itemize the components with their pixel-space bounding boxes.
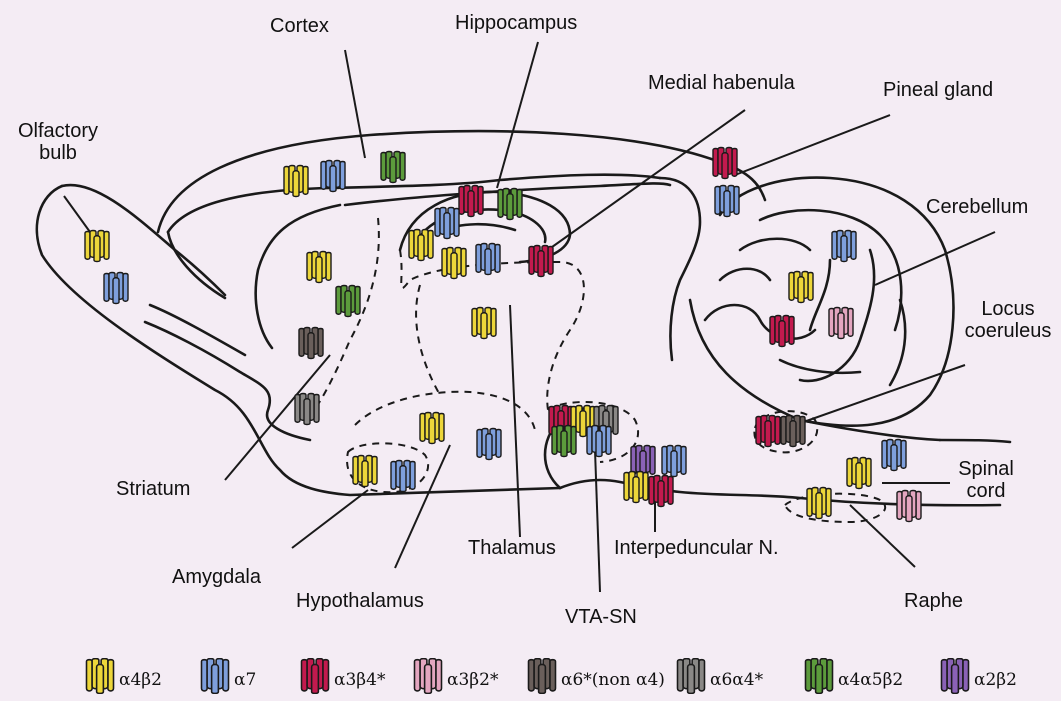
receptor-a4b2-marker <box>624 472 648 503</box>
label-vta-sn: VTA-SN <box>565 606 637 628</box>
legend-item-a6non: α6*(non α4) <box>525 654 665 694</box>
receptor-a7-marker <box>391 461 415 492</box>
receptor-a4a5b2-marker <box>552 426 576 457</box>
legend-item-a4b2: α4β2 <box>83 654 162 694</box>
receptor-a6a4-marker <box>295 394 319 425</box>
receptor-a7-marker <box>435 208 459 239</box>
legend-label: α6α4* <box>710 670 763 690</box>
legend: α4β2 α7 α3β4* α3β2* α6*(non α4) α6α4* α4… <box>0 654 1061 698</box>
label-olfactory-bulb: Olfactory bulb <box>13 120 103 164</box>
receptor-a4a5b2-marker <box>381 152 405 183</box>
receptor-a3b4-marker <box>770 316 794 347</box>
label-cerebellum: Cerebellum <box>926 196 1028 218</box>
label-striatum: Striatum <box>116 478 190 500</box>
receptor-a7-marker <box>882 440 906 471</box>
receptor-a6non-marker <box>299 328 323 359</box>
label-hypothalamus: Hypothalamus <box>296 590 424 612</box>
legend-item-a6a4: α6α4* <box>674 654 763 694</box>
receptor-a3b4-marker <box>459 186 483 217</box>
label-raphe: Raphe <box>904 590 963 612</box>
label-medial-habenula: Medial habenula <box>648 72 795 94</box>
receptor-a7-marker <box>477 429 501 460</box>
receptor-a4b2-marker <box>284 166 308 197</box>
receptor-a4b2-marker <box>409 230 433 261</box>
label-olfactory-bulb-line2: bulb <box>39 142 77 164</box>
receptor-icon <box>411 658 445 694</box>
label-hippocampus: Hippocampus <box>455 12 577 34</box>
label-locus-line1: Locus <box>981 298 1034 320</box>
receptor-a7-marker <box>587 426 611 457</box>
label-spinal-cord: Spinal cord <box>956 458 1016 502</box>
label-pineal-gland: Pineal gland <box>883 79 993 101</box>
legend-label: α6*(non α4) <box>561 670 665 690</box>
receptor-icon <box>298 658 332 694</box>
receptor-a4a5b2-marker <box>498 189 522 220</box>
receptor-icon <box>674 658 708 694</box>
legend-label: α4α5β2 <box>838 670 903 690</box>
legend-label: α3β4* <box>334 670 385 690</box>
label-amygdala: Amygdala <box>172 566 261 588</box>
receptor-a3b4-marker <box>756 416 780 447</box>
receptor-a7-marker <box>476 244 500 275</box>
receptor-a3b4-marker <box>649 476 673 507</box>
receptor-a4b2-marker <box>353 456 377 487</box>
legend-item-a3b4: α3β4* <box>298 654 385 694</box>
receptor-a4b2-marker <box>472 308 496 339</box>
receptor-a3b2-marker <box>829 308 853 339</box>
legend-label: α3β2* <box>447 670 498 690</box>
label-thalamus: Thalamus <box>468 537 556 559</box>
legend-label: α4β2 <box>119 670 162 690</box>
receptor-icon <box>198 658 232 694</box>
receptor-a6non-marker <box>781 416 805 447</box>
legend-label: α2β2 <box>974 670 1017 690</box>
receptor-a3b4-marker <box>529 246 553 277</box>
label-locus-line2: coeruleus <box>965 320 1052 342</box>
receptor-a3b4-marker <box>713 148 737 179</box>
receptor-icon <box>525 658 559 694</box>
legend-label: α7 <box>234 670 256 690</box>
receptor-icon <box>83 658 117 694</box>
receptor-a4b2-marker <box>789 272 813 303</box>
receptor-a4b2-marker <box>807 488 831 519</box>
receptor-icon <box>938 658 972 694</box>
receptor-a4b2-marker <box>85 231 109 262</box>
label-olfactory-bulb-line1: Olfactory <box>18 120 98 142</box>
label-locus-coeruleus: Locus coeruleus <box>958 298 1058 342</box>
receptor-icon <box>802 658 836 694</box>
receptor-a4a5b2-marker <box>336 286 360 317</box>
receptor-a3b2-marker <box>897 491 921 522</box>
legend-item-a4a5b2: α4α5β2 <box>802 654 903 694</box>
receptor-a4b2-marker <box>420 413 444 444</box>
receptor-a4b2-marker <box>442 248 466 279</box>
legend-item-a7: α7 <box>198 654 256 694</box>
legend-item-a2b2: α2β2 <box>938 654 1017 694</box>
label-interpeduncular: Interpeduncular N. <box>614 537 779 559</box>
receptor-a7-marker <box>832 231 856 262</box>
label-spinal-line2: cord <box>967 480 1006 502</box>
receptor-a7-marker <box>321 161 345 192</box>
receptor-a4b2-marker <box>307 252 331 283</box>
receptor-a4b2-marker <box>847 458 871 489</box>
receptor-a7-marker <box>662 446 686 477</box>
receptor-a7-marker <box>104 273 128 304</box>
label-spinal-line1: Spinal <box>958 458 1014 480</box>
label-cortex: Cortex <box>270 15 329 37</box>
legend-item-a3b2: α3β2* <box>411 654 498 694</box>
receptor-a7-marker <box>715 186 739 217</box>
